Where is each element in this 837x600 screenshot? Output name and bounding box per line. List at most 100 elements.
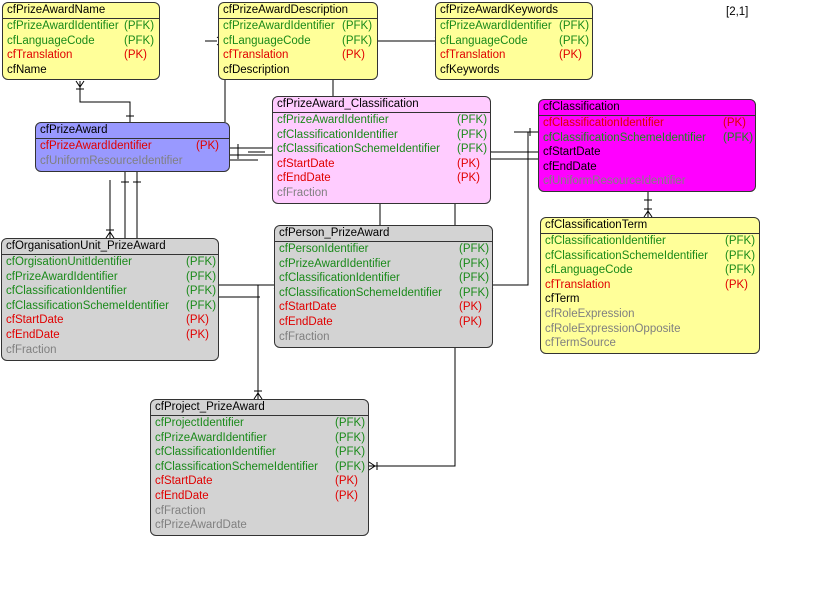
entity-title: cfPrizeAward_Classification (273, 97, 490, 113)
crowfoot-mark (105, 231, 111, 239)
attribute-key: (PK) (196, 140, 219, 152)
attribute-row: cfClassificationIdentifier (PFK) (151, 445, 368, 460)
attribute-row: cfPersonIdentifier (PFK) (275, 242, 492, 257)
attribute-row: cfPrizeAwardIdentifier(PFK) (219, 19, 377, 34)
attribute-name: cfClassificationIdentifier (155, 446, 276, 459)
attribute-row: cfOrgisationUnitIdentifier(PFK) (2, 255, 218, 270)
attribute-name: cfPersonIdentifier (279, 243, 369, 255)
attribute-name: cfEndDate (277, 172, 331, 185)
connector-line (79, 81, 131, 122)
attribute-key: (PK) (459, 315, 482, 328)
crowfoot-mark (253, 392, 259, 400)
attribute-row: cfClassificationIdentifier(PFK) (275, 271, 492, 286)
attribute-name: cfEndDate (155, 489, 209, 502)
attribute-name: cfLanguageCode (545, 264, 633, 277)
attribute-name: cfRoleExpressionOpposite (545, 322, 681, 335)
attribute-row: cfStartDate(PK) (2, 313, 218, 328)
attribute-name: cfEndDate (279, 315, 333, 328)
attribute-name: cfTranslation (545, 278, 611, 291)
attribute-key: (PFK) (335, 417, 366, 429)
attribute-name: cfProjectIdentifier (155, 417, 244, 429)
attribute-key: (PFK) (186, 299, 217, 312)
attribute-name: cfPrizeAwardIdentifier (277, 114, 389, 126)
attribute-name: cfPrizeAwardIdentifier (440, 20, 552, 32)
attribute-name: cfStartDate (279, 301, 337, 314)
attribute-row: cfLanguageCode (PFK) (219, 34, 377, 49)
attribute-row: cfClassificationSchemeIdentifier(PFK) (273, 142, 490, 157)
entity-title: cfClassification (539, 100, 755, 116)
attribute-name: cfPrizeAwardIdentifier (40, 140, 152, 152)
attribute-key: (PFK) (459, 243, 490, 255)
attribute-name: cfClassificationSchemeIdentifier (543, 131, 706, 144)
attribute-row: cfEndDate (PK) (275, 315, 492, 330)
attribute-name: cfFraction (155, 504, 206, 517)
attribute-row: cfTermSource (541, 336, 759, 351)
attribute-row: cfStartDate(PK) (273, 157, 490, 172)
attribute-row: cfFraction (151, 504, 368, 519)
attribute-row: cfTerm (541, 292, 759, 307)
attribute-name: cfClassificationSchemeIdentifier (155, 460, 318, 473)
attribute-key: (PK) (559, 49, 582, 62)
attribute-key: (PFK) (723, 131, 754, 144)
attribute-row: cfPrizeAwardIdentifier(PFK) (151, 431, 368, 446)
attribute-row: cfProjectIdentifier (PFK) (151, 416, 368, 431)
entity-title: cfPrizeAwardKeywords (436, 3, 592, 19)
attribute-name: cfPrizeAwardDate (155, 519, 247, 532)
attribute-row: cfClassificationSchemeIdentifier(PFK) (151, 460, 368, 475)
attribute-name: cfLanguageCode (223, 34, 311, 47)
attribute-name: cfClassificationIdentifier (545, 235, 666, 247)
crowfoot-mark (75, 80, 81, 88)
attribute-key: (PFK) (457, 114, 488, 126)
attribute-key: (PK) (335, 489, 358, 502)
attribute-key: (PK) (457, 157, 480, 170)
attribute-row: cfFraction (275, 330, 492, 345)
connector-line (369, 348, 456, 467)
attribute-key: (PFK) (459, 286, 490, 299)
entity-title: cfPrizeAward (36, 123, 229, 139)
attribute-key: (PFK) (335, 446, 366, 459)
attribute-row: cfPrizeAwardIdentifier (PFK) (273, 113, 490, 128)
crowfoot-mark (109, 231, 115, 239)
attribute-name: cfClassificationIdentifier (277, 128, 398, 141)
attribute-name: cfStartDate (543, 146, 601, 159)
attribute-row: cfClassificationSchemeIdentifier(PFK) (275, 286, 492, 301)
entity-title: cfPrizeAwardDescription (219, 3, 377, 19)
attribute-key: (PFK) (186, 270, 217, 283)
attribute-key: (PFK) (725, 249, 756, 262)
attribute-row: cfKeywords (436, 63, 592, 78)
attribute-name: cfRoleExpression (545, 307, 635, 320)
attribute-key: (PFK) (335, 431, 366, 444)
attribute-key: (PFK) (457, 128, 488, 141)
attribute-key: (PK) (459, 301, 482, 314)
attribute-name: cfClassificationSchemeIdentifier (6, 299, 169, 312)
attribute-row: cfTranslation(PK) (3, 48, 159, 63)
attribute-row: cfUniformResourceIdentifier (36, 154, 229, 169)
attribute-key: (PK) (457, 172, 480, 185)
attribute-name: cfName (7, 63, 47, 76)
attribute-row: cfEndDate (PK) (151, 489, 368, 504)
attribute-row: cfEndDate (539, 160, 755, 175)
attribute-row: cfName (3, 63, 159, 78)
attribute-row: cfPrizeAwardIdentifier(PFK) (2, 270, 218, 285)
attribute-key: (PFK) (342, 34, 373, 47)
attribute-row: cfLanguageCode(PFK) (541, 263, 759, 278)
attribute-name: cfOrgisationUnitIdentifier (6, 256, 132, 268)
attribute-row: cfPrizeAwardDate (151, 518, 368, 533)
attribute-name: cfClassificationSchemeIdentifier (545, 249, 708, 262)
attribute-row: cfFraction (2, 343, 218, 358)
attribute-row: cfFraction (273, 186, 490, 201)
entity-title: cfProject_PrizeAward (151, 400, 368, 416)
attribute-name: cfEndDate (543, 160, 597, 173)
attribute-row: cfTranslation(PK) (219, 48, 377, 63)
